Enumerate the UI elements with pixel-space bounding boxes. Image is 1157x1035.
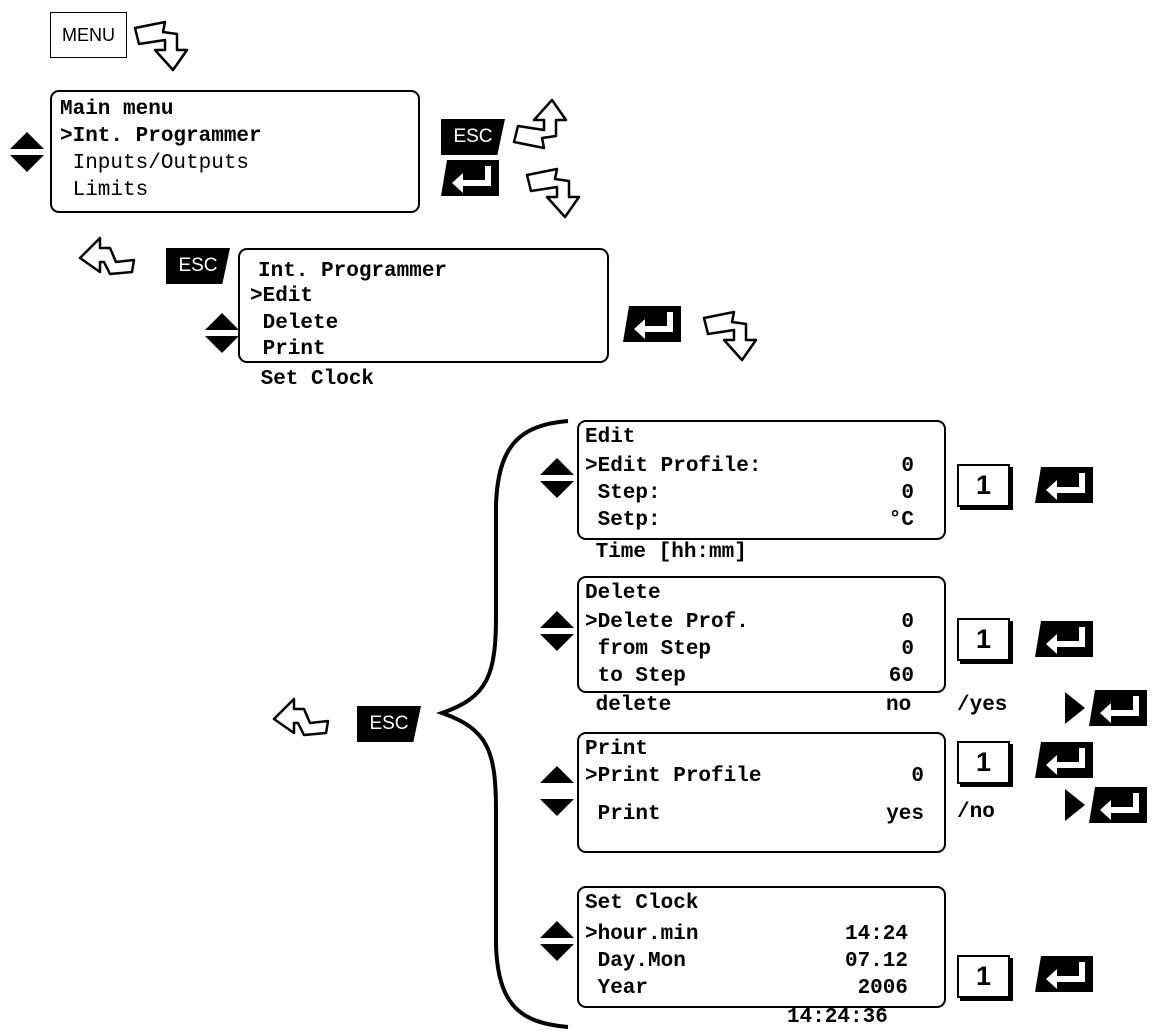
set-clock-screen: Set Clock >hour.min 14:24 Day.Mon 07.12 …	[577, 886, 946, 1008]
delete-row-value: 0	[901, 611, 914, 634]
edit-row-label[interactable]: Step:	[585, 482, 661, 505]
esc-key[interactable]: ESC	[441, 119, 505, 155]
print-row-value: yes	[886, 803, 924, 826]
enter-key-icon[interactable]	[441, 160, 501, 198]
set-clock-row-value: 07.12	[844, 950, 908, 973]
digit-one-key[interactable]: 1	[957, 741, 1010, 784]
set-clock-row-label[interactable]: >hour.min	[585, 923, 699, 946]
up-down-icon[interactable]	[10, 132, 46, 174]
print-row-label[interactable]: Print	[585, 803, 661, 826]
set-clock-title: Set Clock	[585, 892, 699, 915]
set-clock-current-time: 14:24:36	[787, 1006, 888, 1029]
int-programmer-item-delete[interactable]: Delete	[250, 312, 339, 335]
enter-key-icon[interactable]	[1035, 956, 1095, 994]
set-clock-row-label[interactable]: Day.Mon	[585, 950, 686, 973]
edit-row-label[interactable]: Setp:	[585, 509, 661, 532]
esc-key[interactable]: ESC	[166, 248, 230, 284]
main-menu-screen: Main menu >Int. Programmer Inputs/Output…	[50, 90, 420, 213]
right-enter-icon[interactable]	[1065, 690, 1155, 730]
menu-key[interactable]: MENU	[50, 12, 127, 58]
delete-title: Delete	[585, 582, 661, 605]
up-down-icon[interactable]	[205, 313, 241, 355]
print-row-label[interactable]: >Print Profile	[585, 765, 762, 788]
edit-row-value: 0	[901, 482, 914, 505]
delete-screen: Delete >Delete Prof. 0 from Step 0 to St…	[577, 576, 946, 693]
print-alt-option: /no	[957, 801, 995, 824]
edit-title: Edit	[585, 426, 636, 449]
digit-one-key[interactable]: 1	[957, 464, 1010, 507]
int-programmer-title: Int. Programmer	[258, 260, 448, 283]
print-title: Print	[585, 738, 649, 761]
delete-confirm-value: no	[886, 694, 912, 717]
enter-key-icon[interactable]	[1035, 621, 1095, 659]
edit-row-label[interactable]: Time [hh:mm]	[583, 541, 747, 564]
digit-one-key[interactable]: 1	[957, 955, 1010, 998]
edit-row-value: 0	[901, 455, 914, 478]
arrow-back-icon	[78, 236, 136, 276]
right-enter-icon[interactable]	[1065, 787, 1155, 827]
edit-screen: Edit >Edit Profile: 0 Step: 0 Setp: °C	[577, 420, 946, 540]
up-down-icon[interactable]	[540, 766, 576, 824]
arrow-down-icon	[525, 167, 581, 219]
arrow-down-icon	[133, 20, 189, 72]
print-screen: Print >Print Profile 0 Print yes	[577, 732, 946, 853]
up-down-icon[interactable]	[540, 611, 576, 653]
main-menu-title: Main menu	[60, 98, 174, 121]
delete-alt-option: /yes	[957, 694, 1008, 717]
arrow-back-icon	[272, 697, 330, 737]
enter-key-icon[interactable]	[1035, 742, 1095, 780]
set-clock-row-label[interactable]: Year	[585, 977, 649, 1000]
print-row-value: 0	[911, 765, 924, 788]
main-menu-item-int-programmer[interactable]: >Int. Programmer	[60, 125, 262, 148]
delete-row-label[interactable]: >Delete Prof.	[585, 611, 749, 634]
int-programmer-item-edit[interactable]: >Edit	[250, 285, 314, 308]
delete-row-label[interactable]: from Step	[585, 638, 712, 661]
delete-row-value: 0	[901, 638, 914, 661]
enter-key-icon[interactable]	[623, 306, 683, 344]
main-menu-item-limits[interactable]: Limits	[60, 179, 149, 202]
enter-key-icon[interactable]	[1035, 467, 1095, 505]
up-down-icon[interactable]	[540, 458, 576, 500]
delete-row-value: 60	[888, 665, 914, 688]
int-programmer-screen: Int. Programmer >Edit Delete Print	[238, 248, 609, 363]
digit-one-key[interactable]: 1	[957, 618, 1010, 661]
esc-key[interactable]: ESC	[357, 706, 421, 742]
set-clock-row-value: 2006	[857, 977, 908, 1000]
delete-confirm-label[interactable]: delete	[583, 694, 672, 717]
up-down-icon[interactable]	[540, 921, 576, 963]
set-clock-row-value: 14:24	[844, 923, 908, 946]
arrow-down-icon	[702, 310, 758, 362]
arrow-up-icon	[512, 98, 568, 150]
edit-row-label[interactable]: >Edit Profile:	[585, 455, 762, 478]
delete-row-label[interactable]: to Step	[585, 665, 686, 688]
edit-row-value: °C	[888, 509, 914, 532]
int-programmer-item-set-clock[interactable]: Set Clock	[248, 368, 375, 391]
main-menu-item-inputs-outputs[interactable]: Inputs/Outputs	[60, 152, 250, 175]
curly-brace	[435, 419, 569, 1029]
int-programmer-item-print[interactable]: Print	[250, 338, 326, 361]
